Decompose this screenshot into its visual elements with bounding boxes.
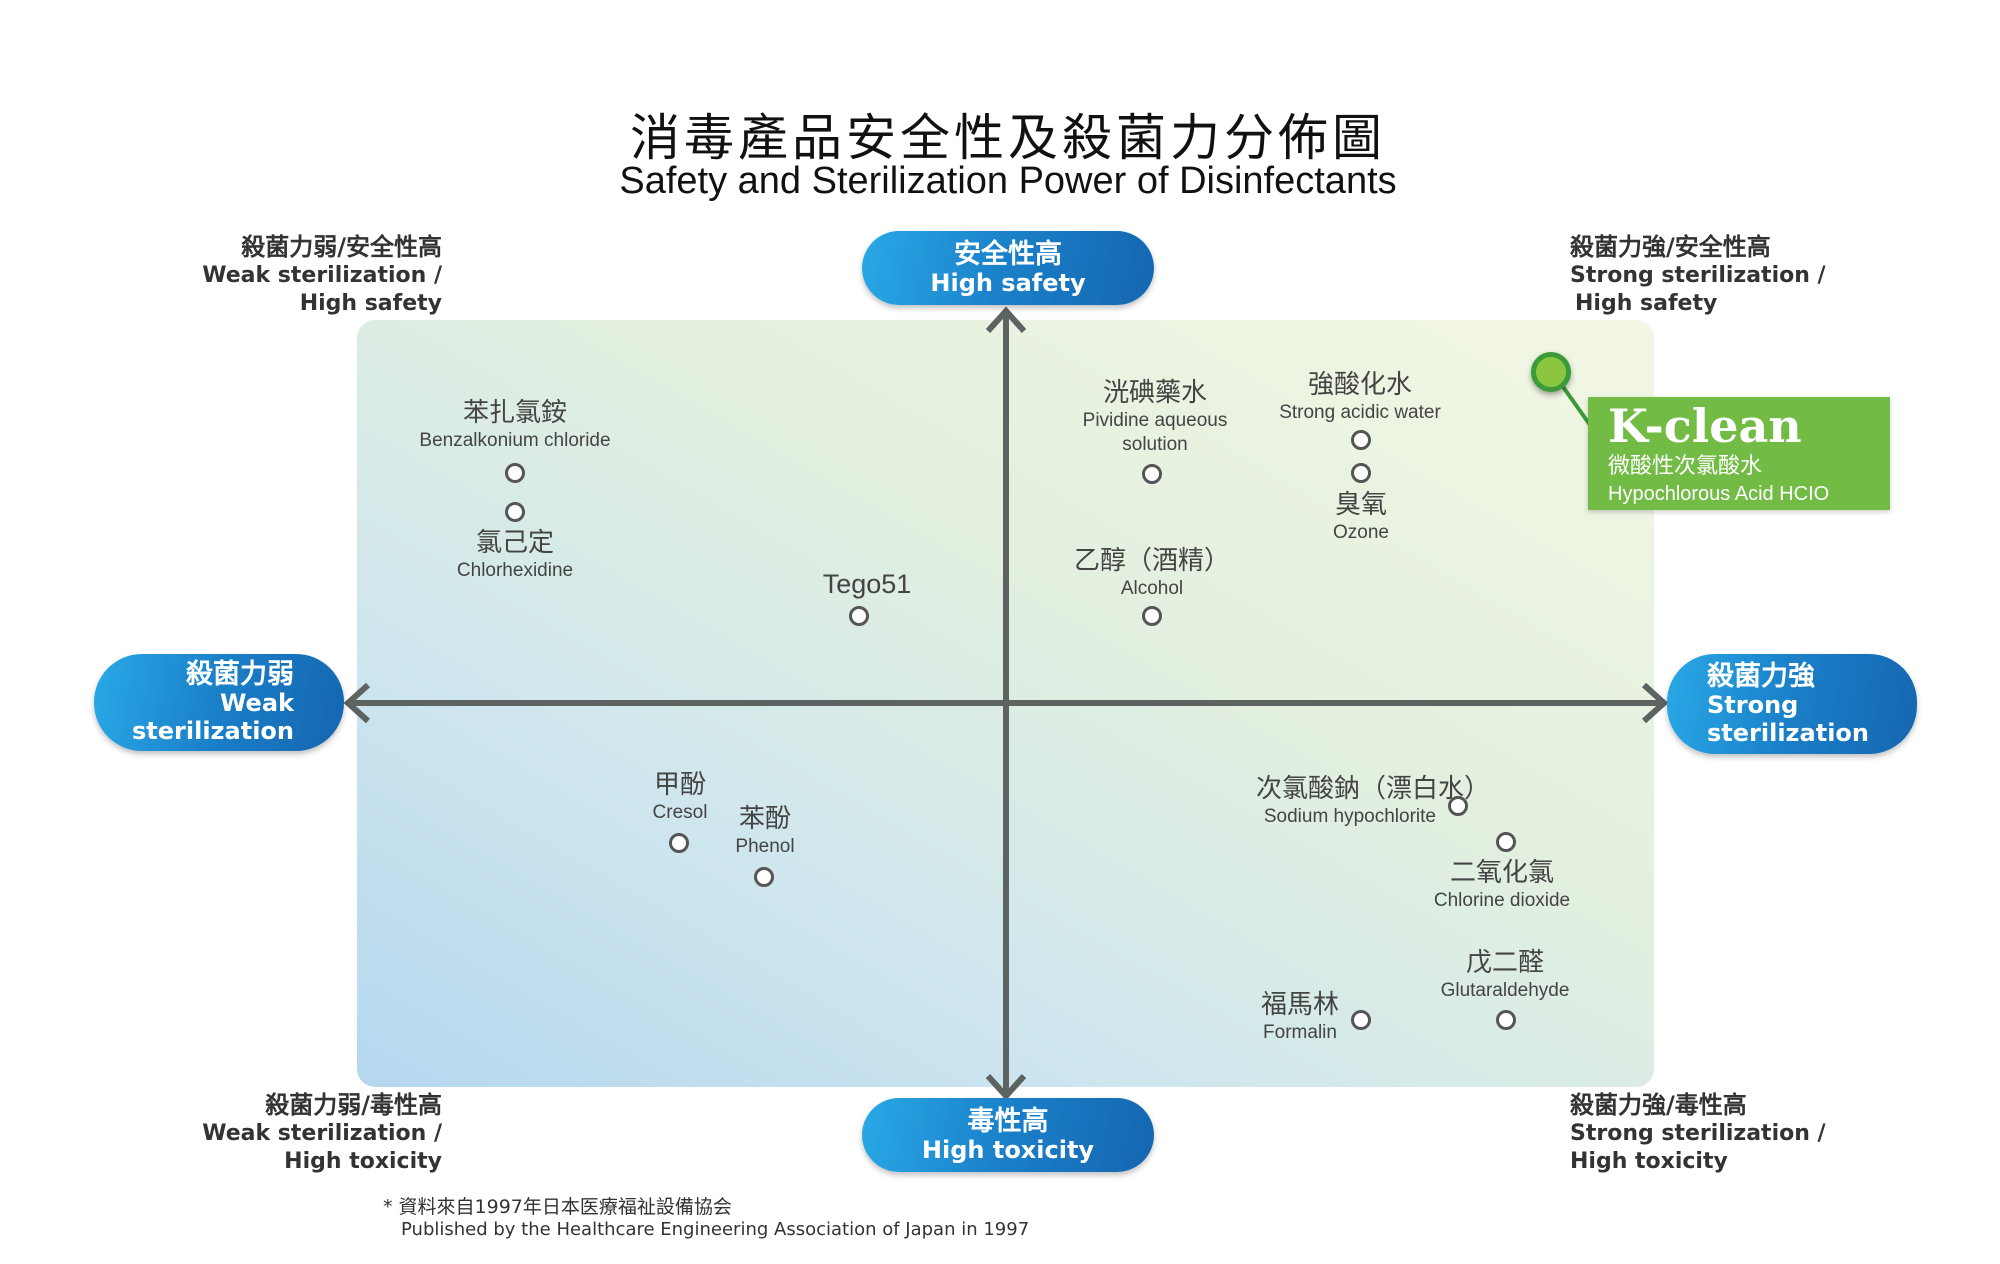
axis-bottom-en: High toxicity bbox=[921, 1135, 1095, 1164]
product-cn: 洸碘藥水 bbox=[1102, 378, 1207, 408]
point-chlorine-dioxide bbox=[1496, 832, 1516, 852]
point-tego51 bbox=[849, 606, 869, 626]
quadrant-bottom-right-label: 殺菌力強/毒性高 Strong sterilization / High tox… bbox=[1570, 1090, 1890, 1175]
point-benzalkonium bbox=[505, 463, 525, 483]
product-en: Chlorine dioxide bbox=[1433, 890, 1571, 912]
point-cresol bbox=[669, 833, 689, 853]
point-ozone bbox=[1351, 463, 1371, 483]
product-label-alcohol: 乙醇（酒精） Alcohol bbox=[1032, 546, 1272, 601]
point-phenol bbox=[754, 867, 774, 887]
quadrant-bottom-left-en-2: High toxicity bbox=[284, 1148, 442, 1174]
product-label-pividine: 洸碘藥水 Pividine aqueous solution bbox=[1035, 378, 1275, 457]
kclean-cn: 微酸性次氯酸水 bbox=[1608, 454, 1763, 479]
product-cn: 福馬林 bbox=[1260, 990, 1339, 1020]
axis-bottom-cn: 毒性高 bbox=[967, 1105, 1049, 1137]
product-cn: 次氯酸鈉（漂白水） bbox=[1255, 774, 1490, 804]
product-cn: 氯己定 bbox=[475, 528, 554, 558]
point-formalin bbox=[1351, 1010, 1371, 1030]
product-en-1: Pividine aqueous bbox=[1082, 410, 1228, 432]
axis-label-high-safety: 安全性高 High safety bbox=[862, 231, 1154, 305]
point-sodium-hypochlorite bbox=[1448, 796, 1468, 816]
axis-left-en-1: Weak bbox=[219, 689, 294, 718]
product-en: Phenol bbox=[735, 836, 795, 858]
arrow-right-icon bbox=[1641, 682, 1669, 724]
product-en: Chlorhexidine bbox=[456, 560, 574, 582]
product-en: Glutaraldehyde bbox=[1440, 980, 1570, 1002]
point-alcohol bbox=[1142, 606, 1162, 626]
product-label-phenol: 苯酚 Phenol bbox=[685, 804, 845, 859]
product-label-tego51: Tego51 bbox=[767, 568, 967, 602]
quadrant-top-right-cn: 殺菌力強/安全性高 bbox=[1570, 233, 1771, 261]
point-pividine bbox=[1142, 464, 1162, 484]
product-label-strong-acidic-water: 強酸化水 Strong acidic water bbox=[1240, 370, 1480, 425]
footnote-en: Published by the Healthcare Engineering … bbox=[401, 1219, 1030, 1240]
product-en: Strong acidic water bbox=[1279, 402, 1441, 424]
arrow-down-icon bbox=[985, 1073, 1027, 1101]
quadrant-top-left-en-1: Weak sterilization / bbox=[202, 263, 442, 288]
product-en: Ozone bbox=[1333, 522, 1389, 544]
product-cn: 苯酚 bbox=[738, 804, 791, 834]
axis-label-high-toxicity: 毒性高 High toxicity bbox=[862, 1098, 1154, 1172]
quadrant-bottom-right-en-1: Strong sterilization / bbox=[1570, 1121, 1826, 1146]
product-en: Formalin bbox=[1263, 1022, 1337, 1044]
point-strong-acidic-water bbox=[1351, 430, 1371, 450]
product-en: Sodium hypochlorite bbox=[1263, 806, 1436, 828]
quadrant-top-left-en-2: High safety bbox=[299, 290, 442, 316]
product-en: Cresol bbox=[652, 802, 708, 824]
product-label-formalin: 福馬林 Formalin bbox=[1240, 990, 1360, 1045]
arrow-up-icon bbox=[985, 306, 1027, 334]
kclean-en: Hypochlorous Acid HCIO bbox=[1608, 482, 1830, 505]
product-label-sodium-hypochlorite: 次氯酸鈉（漂白水） Sodium hypochlorite bbox=[1200, 774, 1490, 829]
chart-title-cn: 消毒產品安全性及殺菌力分佈圖 bbox=[630, 109, 1386, 167]
point-kclean bbox=[1531, 352, 1571, 392]
footnote: * 資料來自1997年日本医療福祉設備協会 Published by the H… bbox=[383, 1192, 1029, 1240]
product-en: Tego51 bbox=[822, 569, 912, 599]
arrow-left-icon bbox=[343, 682, 371, 724]
axis-right-en-1: Strong bbox=[1707, 690, 1799, 719]
quadrant-top-left-cn: 殺菌力弱/安全性高 bbox=[241, 233, 442, 261]
quadrant-bottom-left-en-1: Weak sterilization / bbox=[202, 1121, 442, 1146]
axis-label-weak-sterilization: 殺菌力弱 Weak sterilization bbox=[94, 654, 344, 751]
point-glutaraldehyde bbox=[1496, 1010, 1516, 1030]
axis-top-cn: 安全性高 bbox=[954, 238, 1062, 270]
quadrant-bottom-left-label: 殺菌力弱/毒性高 Weak sterilization / High toxic… bbox=[160, 1090, 442, 1175]
axis-left-cn: 殺菌力弱 bbox=[186, 659, 294, 691]
product-label-chlorhexidine: 氯己定 Chlorhexidine bbox=[365, 528, 665, 583]
chart-title-en: Safety and Sterilization Power of Disinf… bbox=[619, 160, 1397, 202]
product-cn: 二氧化氯 bbox=[1449, 858, 1554, 888]
axis-label-strong-sterilization: 殺菌力強 Strong sterilization bbox=[1667, 654, 1917, 754]
product-label-ozone: 臭氧 Ozone bbox=[1261, 490, 1461, 545]
axis-right-en-2: sterilization bbox=[1707, 718, 1869, 747]
quadrant-top-right-en-2: High safety bbox=[1575, 290, 1718, 316]
quadrant-bottom-left-cn: 殺菌力弱/毒性高 bbox=[265, 1091, 442, 1119]
product-cn: 苯扎氯銨 bbox=[462, 398, 567, 428]
product-label-benzalkonium: 苯扎氯銨 Benzalkonium chloride bbox=[365, 398, 665, 453]
product-cn: 乙醇（酒精） bbox=[1073, 546, 1230, 576]
kclean-highlight-box: K-clean 微酸性次氯酸水 Hypochlorous Acid HCIO bbox=[1588, 397, 1890, 510]
product-cn: 臭氧 bbox=[1334, 490, 1387, 520]
axis-top-en: High safety bbox=[930, 268, 1086, 297]
product-cn: 強酸化水 bbox=[1307, 370, 1412, 400]
product-en: Alcohol bbox=[1120, 578, 1184, 600]
product-en-2: solution bbox=[1122, 433, 1188, 455]
footnote-cn: * 資料來自1997年日本医療福祉設備協会 bbox=[383, 1196, 732, 1218]
product-cn: 戊二醛 bbox=[1465, 948, 1544, 978]
quadrant-top-left-label: 殺菌力弱/安全性高 Weak sterilization / High safe… bbox=[160, 232, 442, 317]
quadrant-bottom-right-en-2: High toxicity bbox=[1570, 1148, 1728, 1174]
point-chlorhexidine bbox=[505, 502, 525, 522]
product-label-chlorine-dioxide: 二氧化氯 Chlorine dioxide bbox=[1382, 858, 1622, 913]
quadrant-top-right-label: 殺菌力強/安全性高 Strong sterilization / High sa… bbox=[1570, 232, 1890, 317]
product-cn: 甲酚 bbox=[653, 770, 706, 800]
horizontal-axis bbox=[350, 700, 1660, 706]
kclean-brand: K-clean bbox=[1608, 399, 1802, 453]
axis-right-cn: 殺菌力強 bbox=[1707, 660, 1815, 692]
quadrant-bottom-right-cn: 殺菌力強/毒性高 bbox=[1570, 1091, 1747, 1119]
product-en: Benzalkonium chloride bbox=[419, 430, 611, 452]
quadrant-top-right-en-1: Strong sterilization / bbox=[1570, 263, 1826, 288]
product-label-cresol: 甲酚 Cresol bbox=[600, 770, 760, 825]
axis-left-en-2: sterilization bbox=[132, 717, 294, 746]
product-label-glutaraldehyde: 戊二醛 Glutaraldehyde bbox=[1385, 948, 1625, 1003]
